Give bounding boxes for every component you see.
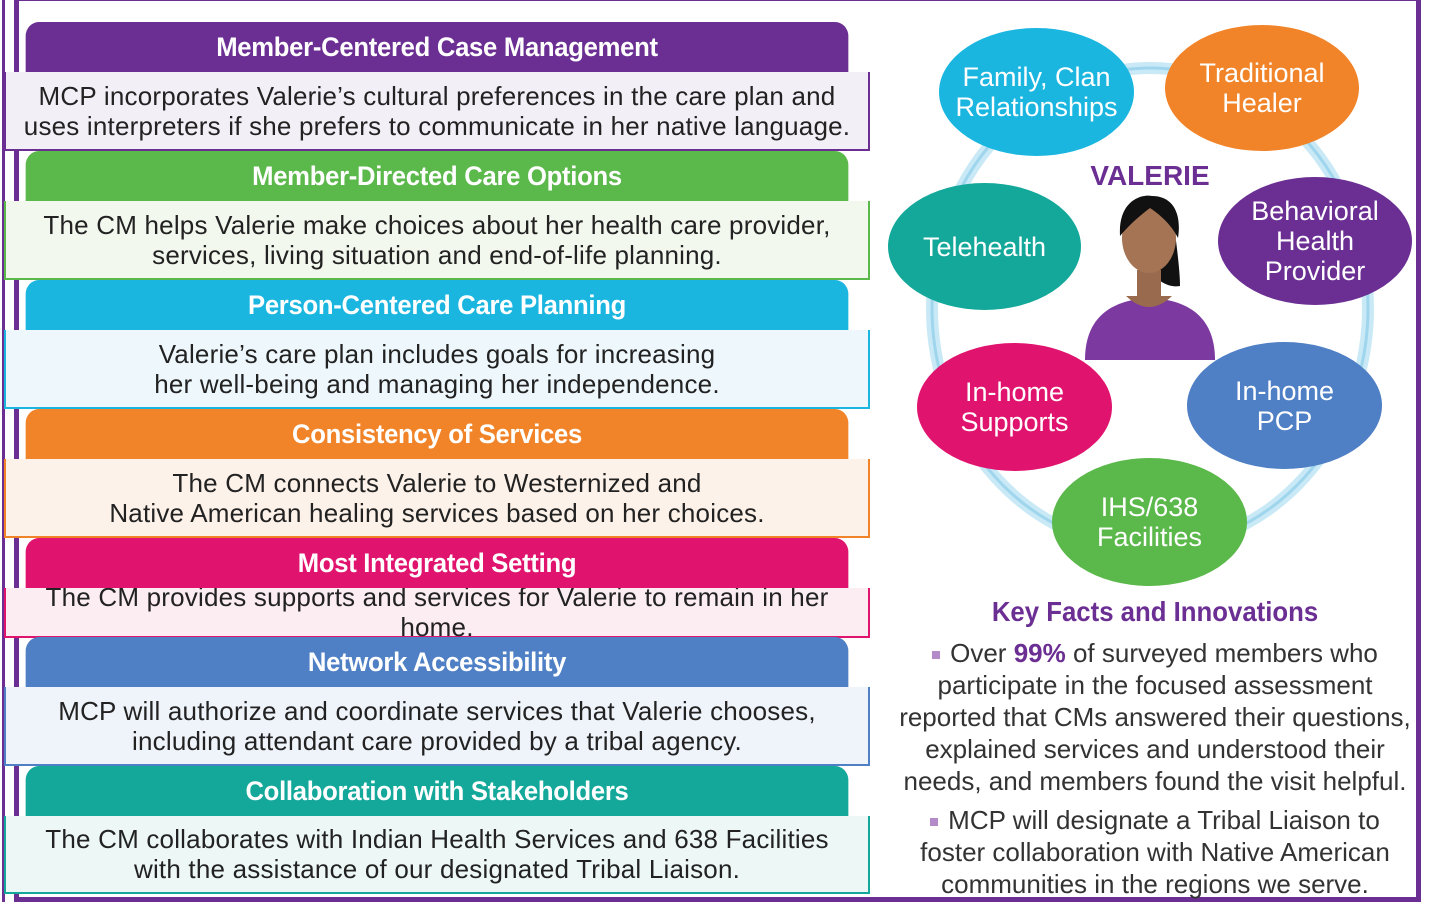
node-in-home-supports: In-home Supports [917,343,1112,471]
block-text: The CM collaborates with Indian Health S… [4,816,870,894]
block-text: The CM connects Valerie to Westernized a… [4,459,870,538]
fact-tribal-liaison-text: MCP will designate a Tribal Liaison to f… [920,805,1390,899]
node-in-home-pcp: In-home PCP [1187,342,1382,469]
fact-survey-post: of surveyed members who participate in t… [899,638,1411,796]
block-collaboration: Collaboration with Stakeholders The CM c… [4,766,870,894]
person-icon [1085,195,1215,360]
block-title: Collaboration with Stakeholders [25,766,849,816]
outer-frame [14,0,1421,902]
block-title: Network Accessibility [25,637,849,687]
node-telehealth: Telehealth [888,183,1081,310]
block-title: Most Integrated Setting [25,538,849,588]
key-facts-title: Key Facts and Innovations [991,596,1319,627]
bullet-icon [932,651,941,660]
block-title: Member-Directed Care Options [25,151,849,201]
block-text: MCP incorporates Valerie’s cultural pref… [4,72,870,151]
block-text: The CM provides supports and services fo… [4,582,870,642]
node-family-clan: Family, Clan Relationships [939,28,1134,156]
block-text: Valerie’s care plan includes goals for i… [4,330,870,409]
left-border [2,0,5,902]
block-case-management: Member-Centered Case Management MCP inco… [4,22,870,151]
block-integrated-setting: Most Integrated Setting The CM provides … [4,538,870,642]
block-text: The CM helps Valerie make choices about … [4,201,870,280]
fact-survey-highlight: 99% [1013,638,1066,668]
bullet-icon [930,818,939,827]
block-care-options: Member-Directed Care Options The CM help… [4,151,870,280]
fact-survey-pre: Over [950,638,1014,668]
block-care-planning: Person-Centered Care Planning Valerie’s … [4,280,870,409]
block-consistency: Consistency of Services The CM connects … [4,409,870,538]
node-ihs-facilities: IHS/638 Facilities [1052,458,1247,586]
fact-tribal-liaison: MCP will designate a Tribal Liaison to f… [895,804,1415,900]
valerie-diagram [926,62,1374,554]
block-title: Consistency of Services [25,409,849,459]
node-traditional-healer: Traditional Healer [1165,25,1359,151]
block-title: Member-Centered Case Management [25,22,849,72]
node-behavioral-health: Behavioral Health Provider [1218,177,1412,305]
block-title: Person-Centered Care Planning [25,280,849,330]
center-label: VALERIE [1090,160,1210,191]
block-network-accessibility: Network Accessibility MCP will authorize… [4,637,870,766]
fact-survey: Over 99% of surveyed members who partici… [895,637,1415,797]
block-text: MCP will authorize and coordinate servic… [4,687,870,766]
